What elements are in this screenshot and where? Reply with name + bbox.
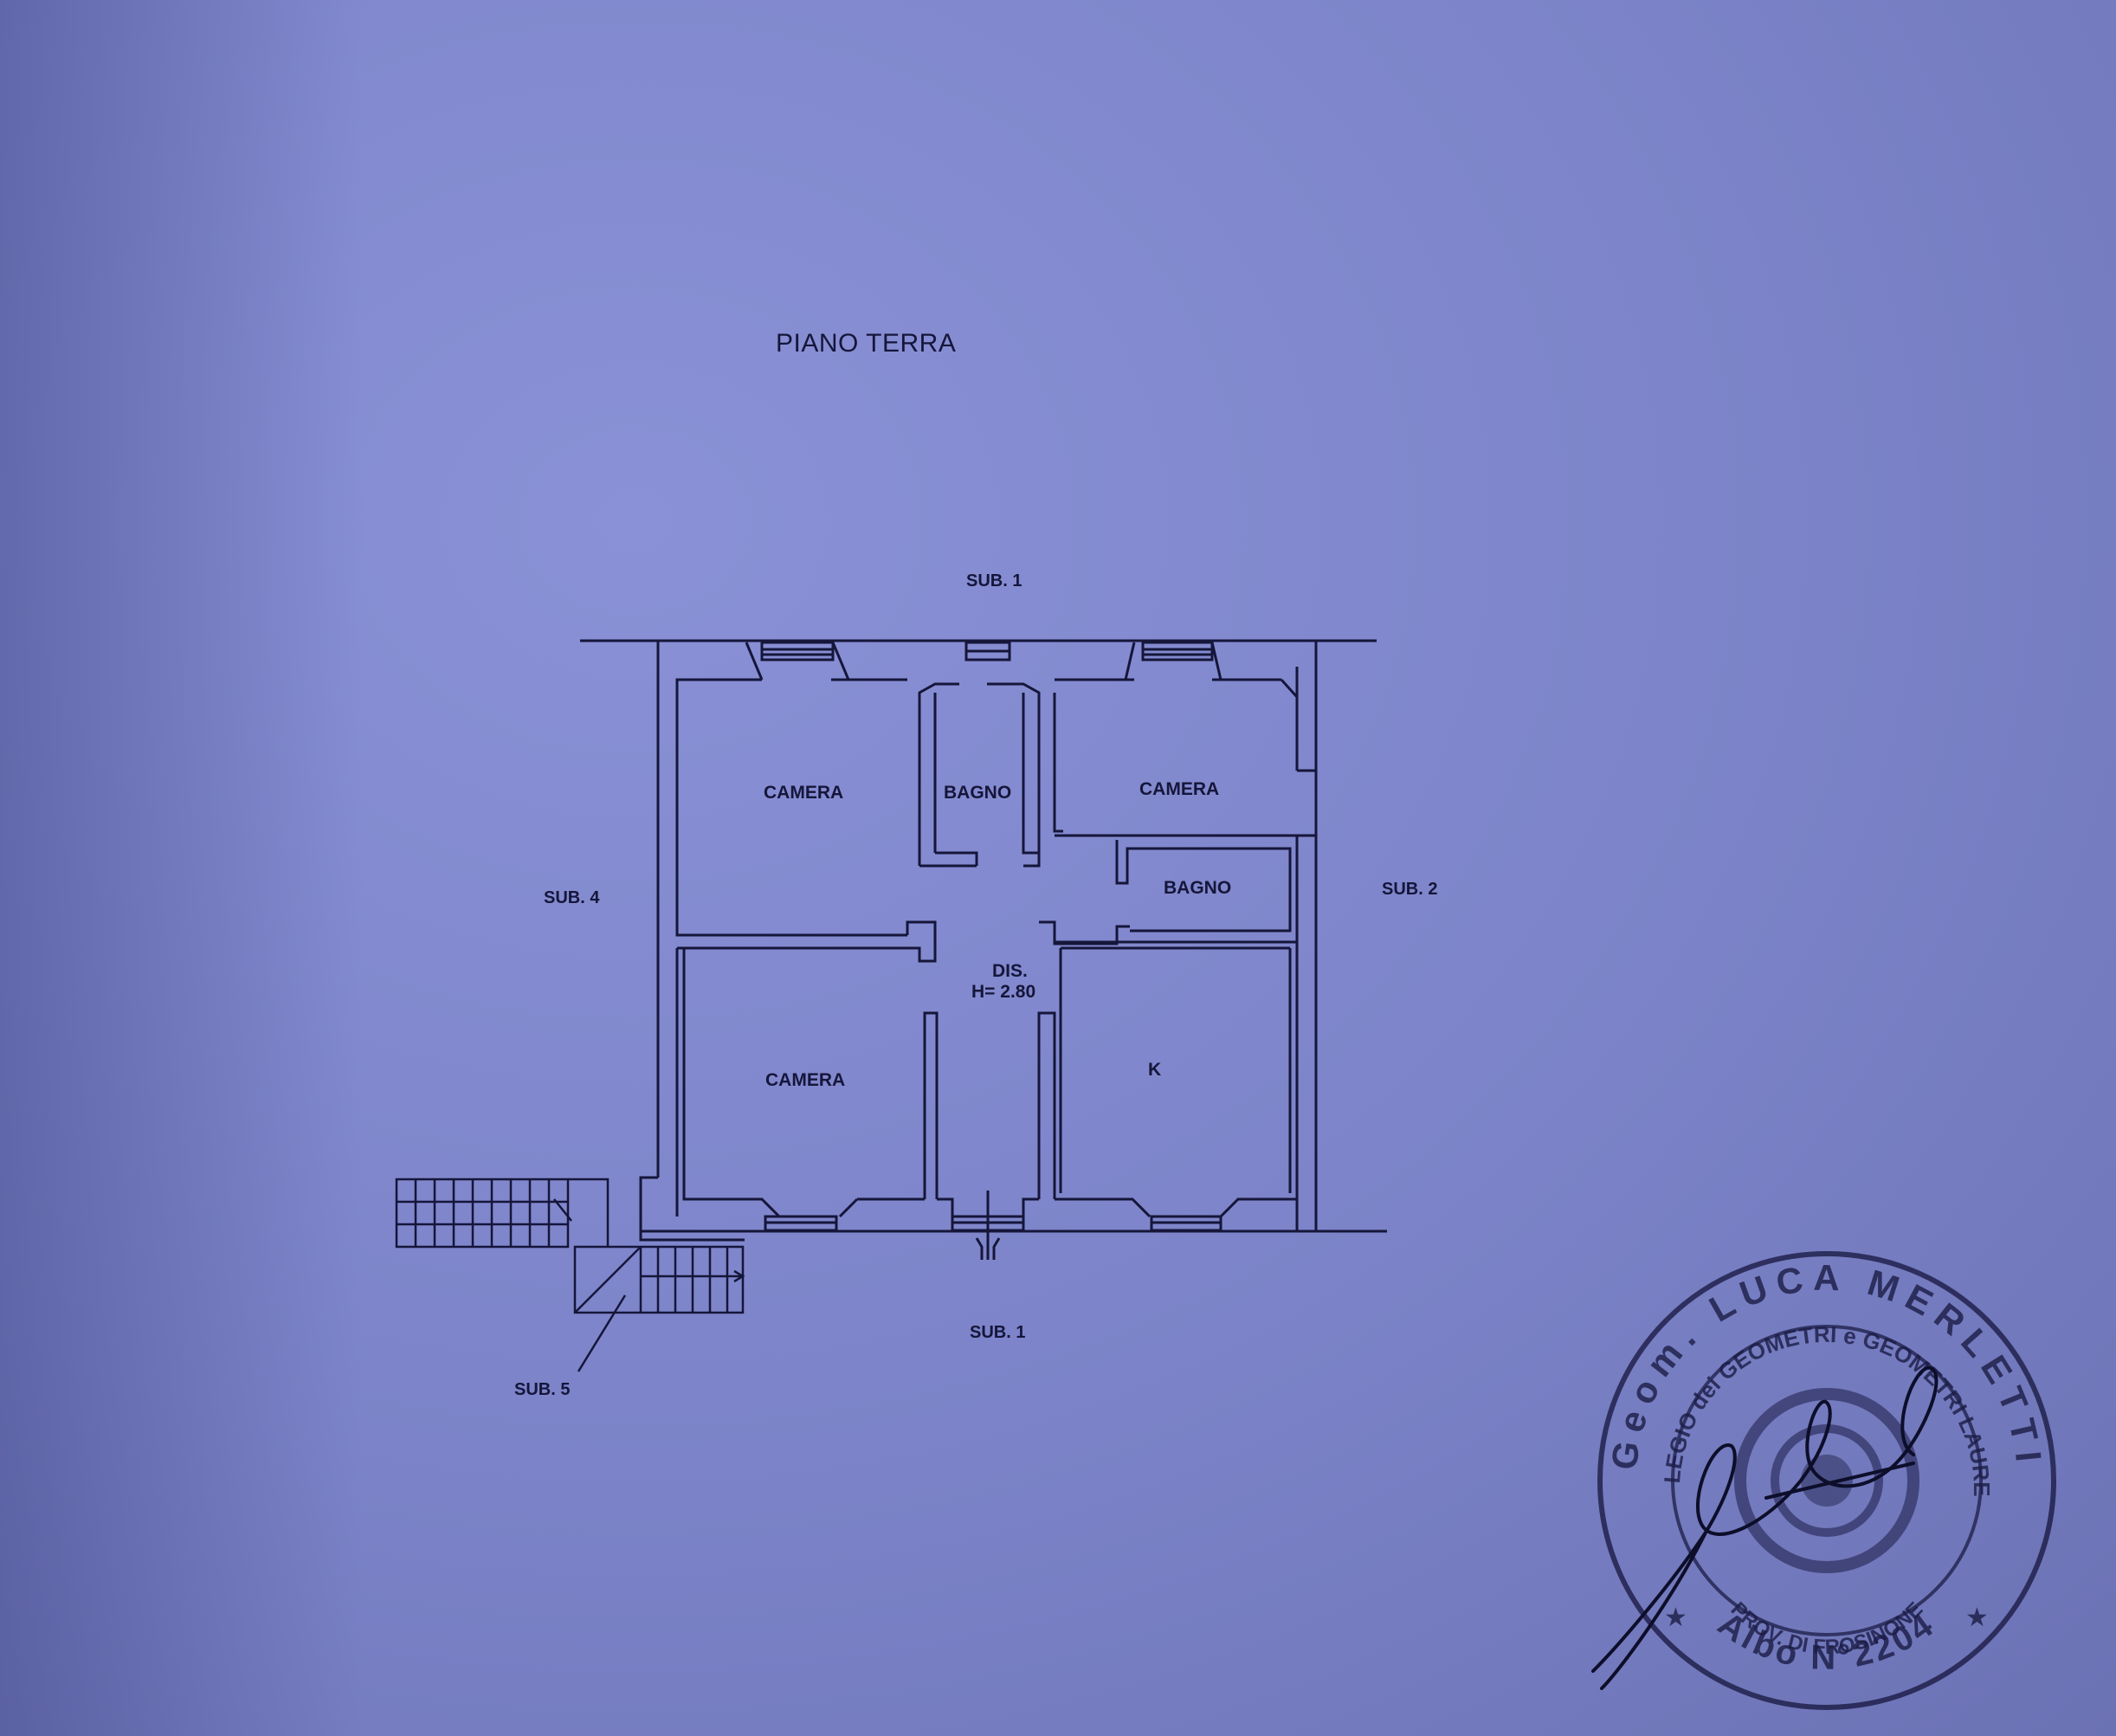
paper-shadow <box>0 0 364 1736</box>
stamp-register-text: Albo N°2204 <box>1711 1604 1939 1677</box>
camera-top-right-walls <box>1053 693 1063 833</box>
kitchen-walls <box>1055 1197 1152 1218</box>
windows <box>745 641 1223 1260</box>
room-camera-top-left: CAMERA <box>764 783 844 803</box>
svg-text:Albo N°2204: Albo N°2204 <box>1711 1604 1942 1677</box>
stairs-label: SUB. 5 <box>514 1380 571 1399</box>
neighbor-top-label: SUB. 1 <box>966 571 1023 590</box>
signature <box>1591 1365 1939 1690</box>
room-disimpegno-height: H= 2.80 <box>971 982 1036 1002</box>
surveyor-stamp: Geom. LUCA MERLETTI COLLEGIO dei GEOMETR… <box>1584 1238 2056 1710</box>
stamp-star-right-icon: ★ <box>1965 1604 1989 1632</box>
drawing-title: PIANO TERRA <box>776 329 957 358</box>
camera-top-left-walls <box>675 678 907 937</box>
stamp-star-left-icon: ★ <box>1664 1604 1687 1632</box>
neighbor-bottom-label: SUB. 1 <box>970 1323 1026 1342</box>
neighbor-left-label: SUB. 4 <box>544 888 600 907</box>
neighbor-right-label: SUB. 2 <box>1382 880 1438 899</box>
room-disimpegno: DIS. <box>992 961 1028 981</box>
room-kitchen: K <box>1148 1060 1162 1080</box>
stairs-symbol <box>395 1178 745 1372</box>
room-bagno-top: BAGNO <box>944 783 1012 803</box>
room-bagno-right: BAGNO <box>1164 878 1232 898</box>
bagno-right-walls <box>1115 840 1292 933</box>
room-camera-bottom-left: CAMERA <box>765 1070 846 1090</box>
room-camera-top-right: CAMERA <box>1139 779 1220 799</box>
bagno-top-walls <box>987 682 1041 868</box>
